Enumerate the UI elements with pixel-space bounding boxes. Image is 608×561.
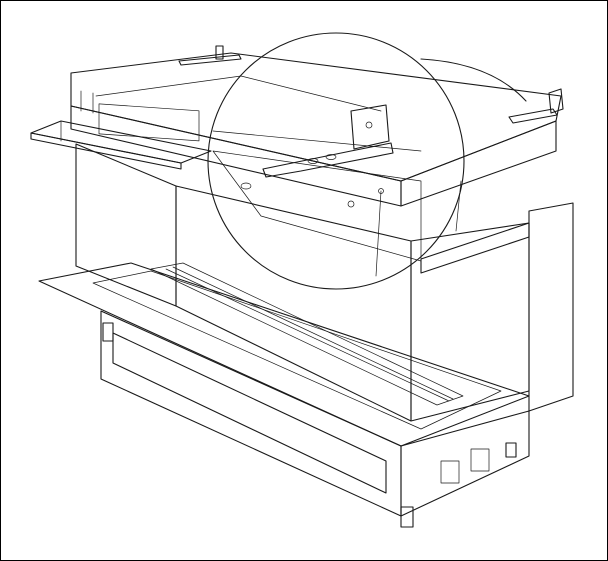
glass-panels — [75, 143, 530, 422]
adjustable-foot-icon — [102, 322, 517, 528]
top-bracket-icon — [178, 45, 242, 66]
lower-base — [100, 310, 530, 517]
top-housing — [70, 52, 562, 207]
top-bracket-right-icon — [508, 88, 564, 124]
detail-magnifier — [207, 32, 527, 290]
top-shelf — [30, 120, 212, 170]
bracket-detail-icon — [262, 104, 394, 178]
bottom-frame — [38, 262, 530, 447]
right-flange — [420, 202, 574, 412]
